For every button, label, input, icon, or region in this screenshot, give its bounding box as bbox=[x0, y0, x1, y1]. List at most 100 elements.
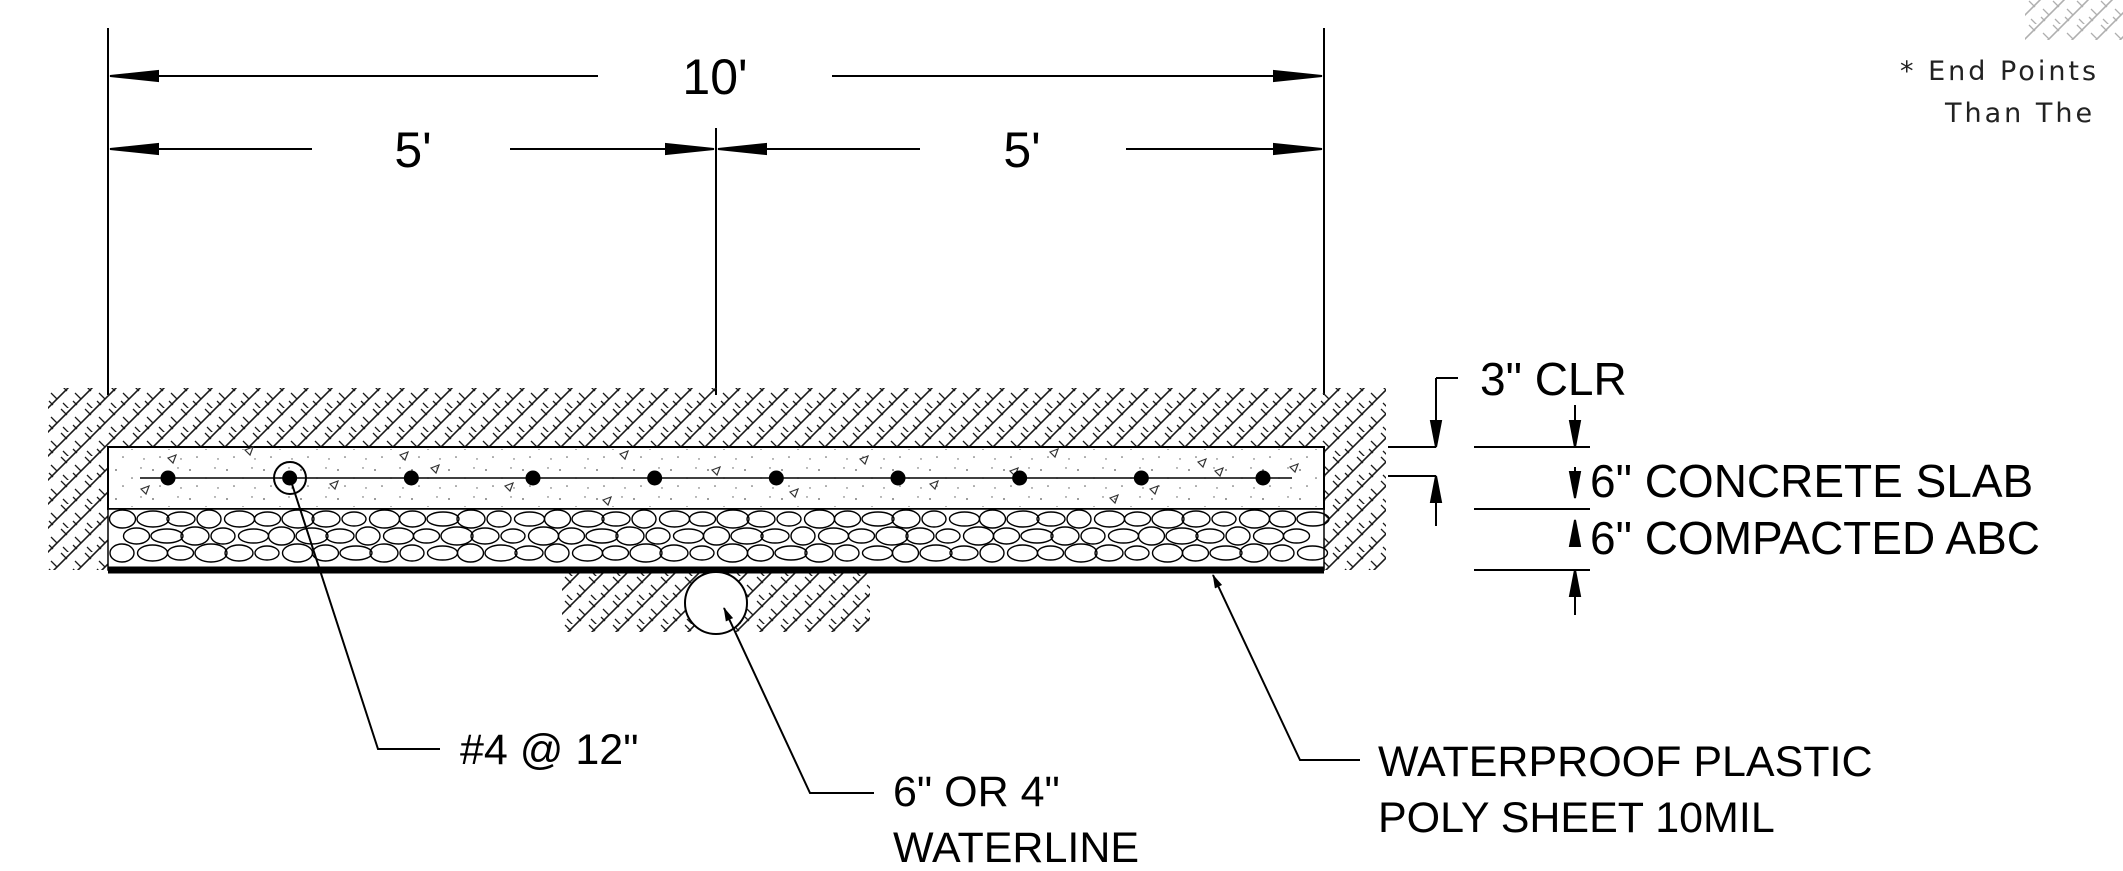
abc-stone bbox=[1239, 543, 1269, 563]
aggregate-mark bbox=[1196, 457, 1208, 469]
waterline-callout-line-1: 6" OR 4" bbox=[893, 768, 1060, 816]
abc-stone bbox=[919, 544, 953, 562]
abc-stone bbox=[1066, 509, 1092, 529]
note-line-1: * End Points bbox=[1900, 56, 2099, 87]
abc-stone bbox=[500, 528, 526, 544]
abc-stone bbox=[486, 510, 512, 528]
membrane-callout-line-1: WATERPROOF PLASTIC bbox=[1378, 738, 1873, 786]
aggregate-mark bbox=[1148, 484, 1160, 496]
rebar-leader bbox=[289, 477, 440, 750]
abc-stone bbox=[514, 545, 544, 561]
rebar-callout-label: #4 @ 12" bbox=[460, 726, 638, 774]
abc-stone bbox=[109, 543, 135, 563]
aggregate-mark bbox=[1048, 447, 1060, 459]
abc-stone bbox=[979, 543, 1005, 563]
abc-stone bbox=[1006, 510, 1040, 528]
abc-stone bbox=[355, 526, 381, 546]
rebar-bar bbox=[647, 470, 663, 486]
abc-stone bbox=[311, 510, 341, 528]
abc-stone bbox=[1181, 544, 1210, 562]
aggregate-mark bbox=[503, 481, 515, 493]
aggregate-mark bbox=[328, 479, 340, 491]
abc-stone bbox=[1050, 526, 1080, 546]
abc-stone bbox=[1195, 528, 1225, 544]
abc-stone bbox=[341, 511, 367, 527]
waterline-pipe bbox=[684, 571, 748, 635]
soil-hatch-icon bbox=[2025, 0, 2123, 40]
rebar-callout-ring bbox=[273, 461, 307, 495]
abc-stone bbox=[992, 527, 1021, 545]
abc-stone bbox=[1094, 544, 1124, 562]
aggregate-mark bbox=[601, 495, 613, 507]
half-width-left-label: 5' bbox=[394, 122, 431, 178]
abc-stone bbox=[615, 526, 645, 546]
clear-cover-label: 3" CLR bbox=[1480, 353, 1627, 405]
thickness-dimension-lines bbox=[1388, 377, 1590, 615]
abc-stone bbox=[1151, 509, 1185, 529]
abc-stone bbox=[1036, 511, 1066, 527]
abc-stone bbox=[1181, 510, 1211, 528]
membrane-callout-line-2: POLY SHEET 10MIL bbox=[1378, 794, 1775, 842]
abc-stone bbox=[730, 527, 764, 545]
rebar-bar bbox=[1255, 470, 1271, 486]
abc-stone bbox=[746, 544, 775, 562]
abc-stone bbox=[325, 528, 355, 544]
abc-stone bbox=[790, 526, 816, 546]
aggregate-mark bbox=[1108, 493, 1120, 505]
abc-stone bbox=[180, 526, 210, 546]
abc-stone bbox=[978, 509, 1007, 529]
concrete-slab bbox=[107, 445, 1325, 510]
abc-stone bbox=[399, 544, 425, 562]
slab-thickness-label: 6" CONCRETE SLAB bbox=[1590, 455, 2033, 507]
rebar-bar bbox=[160, 470, 176, 486]
abc-stone bbox=[1225, 526, 1251, 546]
abc-stone bbox=[949, 545, 979, 561]
abc-stone bbox=[1296, 545, 1329, 561]
rebar-bar bbox=[768, 470, 784, 486]
abc-stone bbox=[1209, 545, 1243, 561]
abc-stone bbox=[1165, 527, 1199, 545]
abc-stone bbox=[136, 510, 170, 528]
abc-stone bbox=[776, 511, 802, 527]
abc-stone bbox=[1036, 545, 1065, 561]
abc-stone bbox=[1296, 511, 1330, 527]
abc-stone bbox=[585, 528, 619, 544]
extension-lines bbox=[107, 28, 1325, 395]
abc-stone bbox=[426, 511, 460, 527]
abc-stone bbox=[122, 527, 151, 545]
aggregate-mark bbox=[710, 465, 722, 477]
abc-stone bbox=[1269, 544, 1295, 562]
abc-stone bbox=[557, 527, 586, 545]
abc-stone bbox=[254, 545, 280, 561]
abc-stone bbox=[281, 509, 315, 529]
abc-stone bbox=[412, 528, 441, 544]
abc-stone bbox=[369, 543, 399, 563]
abc-stone bbox=[645, 527, 671, 545]
abc-stone bbox=[484, 544, 518, 562]
abc-stone bbox=[716, 509, 750, 529]
abc-stone bbox=[398, 510, 427, 528]
aggregate-mark bbox=[429, 463, 441, 475]
abc-stone bbox=[935, 528, 961, 544]
aggregate-mark bbox=[1288, 462, 1300, 474]
abc-stone bbox=[601, 545, 630, 561]
abc-stone bbox=[1211, 511, 1237, 527]
abc-stone bbox=[774, 545, 808, 561]
abc-stone bbox=[631, 509, 657, 529]
abc-stone bbox=[689, 545, 715, 561]
abc-stone bbox=[166, 545, 195, 561]
aggregate-mark bbox=[788, 487, 800, 499]
abc-stone bbox=[253, 511, 282, 527]
note-line-2: Than The bbox=[1944, 98, 2095, 129]
abc-stone bbox=[1124, 545, 1150, 561]
abc-stone bbox=[601, 511, 631, 527]
abc-stone bbox=[833, 510, 862, 528]
waterline-callout-line-2: WATERLINE bbox=[893, 824, 1139, 871]
half-dimension-lines bbox=[109, 142, 1323, 156]
abc-stone bbox=[1080, 527, 1106, 545]
abc-stone bbox=[875, 526, 909, 546]
abc-stone bbox=[804, 543, 834, 563]
base-thickness-label: 6" COMPACTED ABC bbox=[1590, 512, 2040, 564]
leader-lines bbox=[289, 477, 1360, 794]
abc-stone bbox=[1020, 528, 1054, 544]
